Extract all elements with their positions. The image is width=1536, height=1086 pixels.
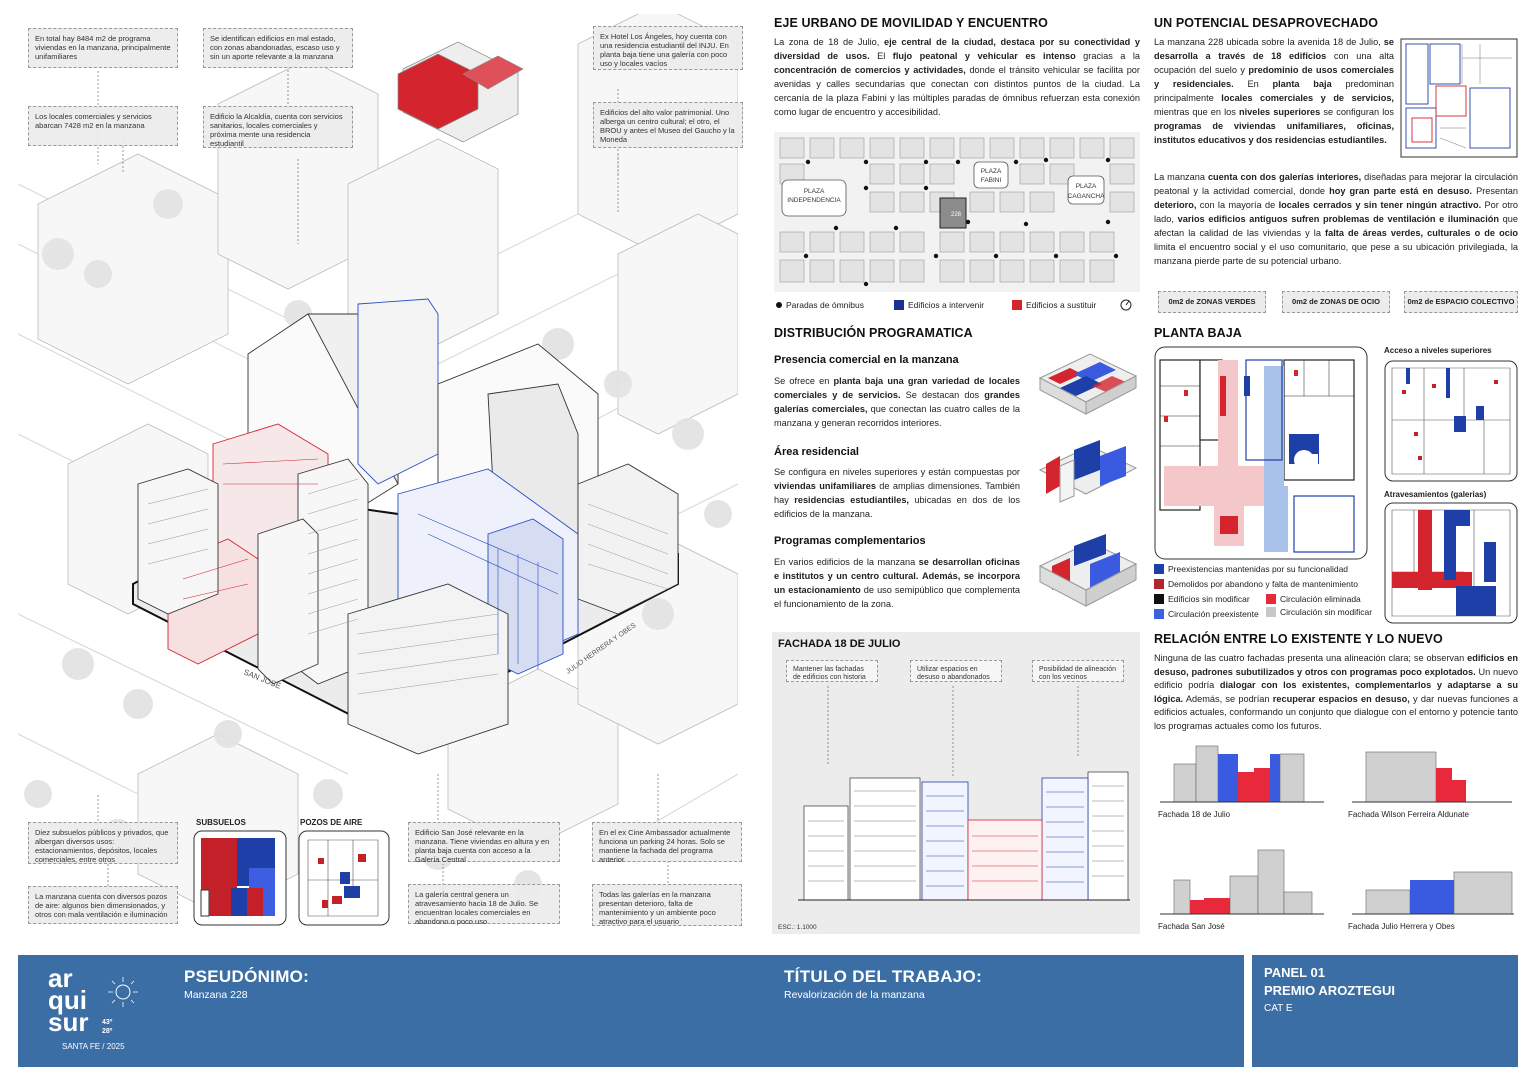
axo-residencial — [1038, 440, 1138, 503]
note-san-jose: Edificio San José relevante en la manzan… — [408, 822, 560, 864]
svg-text:228: 228 — [951, 212, 962, 218]
note-ex-hotel: Ex Hotel Los Ángeles, hoy cuenta con una… — [593, 26, 743, 70]
potencial-title: UN POTENCIAL DESAPROVECHADO — [1154, 16, 1379, 30]
label-fachada-wilson: Fachada Wilson Ferreira Aldunate — [1348, 810, 1469, 819]
potencial-text-1: La manzana 228 ubicada sobre la avenida … — [1154, 37, 1395, 145]
tag-zonas-verdes: 0m2 de ZONAS VERDES — [1158, 291, 1266, 313]
eje-text: La zona de 18 de Julio, eje central de l… — [774, 37, 1141, 117]
atravesamientos-plan — [1384, 502, 1518, 624]
legend-sustituir: Edificios a sustituir — [1012, 300, 1096, 310]
svg-text:INDEPENDENCIA: INDEPENDENCIA — [787, 197, 841, 204]
cat-label: CAT E — [1264, 1003, 1293, 1014]
svg-text:PLAZA: PLAZA — [804, 188, 825, 195]
svg-text:FABINI: FABINI — [981, 177, 1002, 184]
relacion-text: Ninguna de las cuatro fachadas presenta … — [1154, 653, 1519, 731]
logo-number-2: 28º — [102, 1028, 113, 1035]
planta-baja-plan — [1154, 346, 1368, 560]
panel-label: PANEL 01 — [1264, 965, 1325, 980]
potencial-text-2: La manzana cuenta con dos galerías inter… — [1154, 172, 1518, 266]
note-galeria-central: La galería central genera un atravesamie… — [408, 884, 560, 926]
sun-logo-icon — [108, 977, 138, 1007]
svg-text:PLAZA: PLAZA — [1076, 183, 1097, 190]
legend-preexistencias: Preexistencias mantenidas por su funcion… — [1154, 564, 1348, 574]
tag-espacio-colectivo: 0m2 de ESPACIO COLECTIVO — [1404, 291, 1518, 313]
logo-caption: SANTA FE / 2025 — [62, 1042, 125, 1051]
note-mal-estado: Se identifican edificios en mal estado, … — [203, 28, 353, 68]
pseudonimo-label: PSEUDÓNIMO: — [184, 967, 310, 986]
logo: ar qui sur — [48, 963, 89, 1037]
note-subsuelos: Diez subsuelos públicos y privados, que … — [28, 822, 178, 864]
axo-comercial — [1038, 353, 1138, 415]
dist-s1-title: Presencia comercial en la manzana — [774, 354, 959, 366]
dist-s2-text: Se configura en niveles superiores y est… — [774, 467, 1021, 519]
legend-circ-preexistente: Circulación preexistente — [1154, 609, 1259, 619]
relacion-title: RELACIÓN ENTRE LO EXISTENTE Y LO NUEVO — [1154, 632, 1443, 646]
eje-title: EJE URBANO DE MOVILIDAD Y ENCUENTRO — [774, 16, 1048, 30]
legend-circ-eliminada: Circulación eliminada — [1266, 594, 1361, 604]
dist-s3-title: Programas complementarios — [774, 535, 926, 547]
note-viviendas: En total hay 8484 m2 de programa viviend… — [28, 28, 178, 68]
fachada-elevation — [798, 686, 1130, 901]
note-cine: En el ex Cine Ambassador actualmente fun… — [592, 822, 742, 864]
subsuelos-label: SUBSUELOS — [196, 818, 246, 827]
premio-label: PREMIO AROZTEGUI — [1264, 983, 1395, 998]
acceso-label: Acceso a niveles superiores — [1384, 346, 1492, 355]
dist-s1-text: Se ofrece en planta baja una gran varied… — [774, 376, 1020, 428]
fachada-title: FACHADA 18 DE JULIO — [778, 638, 901, 650]
legend-intervenir: Edificios a intervenir — [894, 300, 984, 310]
note-galerias: Todas las galerías en la manzana present… — [592, 884, 742, 926]
titulo-value: Revalorización de la manzana — [784, 989, 925, 1001]
footer-band: ar qui sur 43º 28º SANTA FE / 2025 PSEUD… — [18, 955, 1244, 1067]
svg-text:PLAZA: PLAZA — [981, 168, 1002, 175]
subsuelos-plan — [193, 830, 287, 926]
legend-sin-modificar: Edificios sin modificar — [1154, 594, 1250, 604]
legend-demolidos: Demolidos por abandono y falta de manten… — [1154, 579, 1358, 589]
legend-paradas: Paradas de ómnibus — [776, 300, 864, 310]
note-pozos: La manzana cuenta con diversos pozos de … — [28, 886, 178, 924]
note-patrimonial: Edificios del alto valor patrimonial. Un… — [593, 102, 743, 148]
fachada-escala: ESC.: 1.1000 — [778, 924, 817, 931]
potencial-plan — [1400, 38, 1518, 158]
note-alcaldia: Edificio la Alcaldía, cuenta con servici… — [203, 106, 353, 148]
atravesamientos-label: Atravesamientos (galerias) — [1384, 490, 1487, 499]
fachada-diagram-wilson — [1352, 751, 1512, 803]
label-fachada-18: Fachada 18 de Julio — [1158, 810, 1231, 819]
dist-title: DISTRIBUCIÓN PROGRAMATICA — [774, 326, 973, 340]
pozos-label: POZOS DE AIRE — [300, 818, 363, 827]
north-icon — [1120, 299, 1132, 311]
label-fachada-san-jose: Fachada San José — [1158, 922, 1225, 931]
fachada-callout-3: Posibilidad de alineación con los vecino… — [1032, 660, 1124, 682]
legend-circ-sin-modificar: Circulación sin modificar — [1266, 607, 1372, 617]
note-locales: Los locales comerciales y servicios abar… — [28, 106, 178, 146]
fachada-diagram-julio-herrera — [1352, 871, 1514, 915]
axonometric-drawing: SAN JOSÉ JULIO HERRERA Y OBES — [18, 14, 738, 915]
pseudonimo-value: Manzana 228 — [184, 989, 248, 1001]
dist-s2-title: Área residencial — [774, 446, 859, 458]
titulo-label: TÍTULO DEL TRABAJO: — [784, 967, 983, 986]
axo-complementarios — [1038, 534, 1138, 607]
footer-panel-box: PANEL 01 PREMIO AROZTEGUI CAT E — [1252, 955, 1518, 1067]
fachada-diagram-18-julio — [1160, 745, 1324, 803]
fachada-callout-1: Mantener las fachadas de edificios con h… — [786, 660, 878, 682]
planta-title: PLANTA BAJA — [1154, 326, 1242, 340]
dist-s3-text: En varios edificios de la manzana se des… — [774, 557, 1020, 609]
logo-number-1: 43º — [102, 1019, 113, 1026]
fachada-diagram-san-jose — [1160, 849, 1324, 915]
fachada-callout-2: Utilizar espacios en desuso o abandonado… — [910, 660, 1002, 682]
label-fachada-julio-herrera: Fachada Julio Herrera y Obes — [1348, 922, 1455, 931]
svg-text:CAGANCHA: CAGANCHA — [1068, 193, 1106, 200]
city-map: PLAZA INDEPENDENCIA PLAZA FABINI PLAZA C… — [774, 132, 1140, 292]
acceso-plan — [1384, 360, 1518, 482]
pozos-plan — [298, 830, 390, 926]
tag-zonas-ocio: 0m2 de ZONAS DE OCIO — [1282, 291, 1390, 313]
